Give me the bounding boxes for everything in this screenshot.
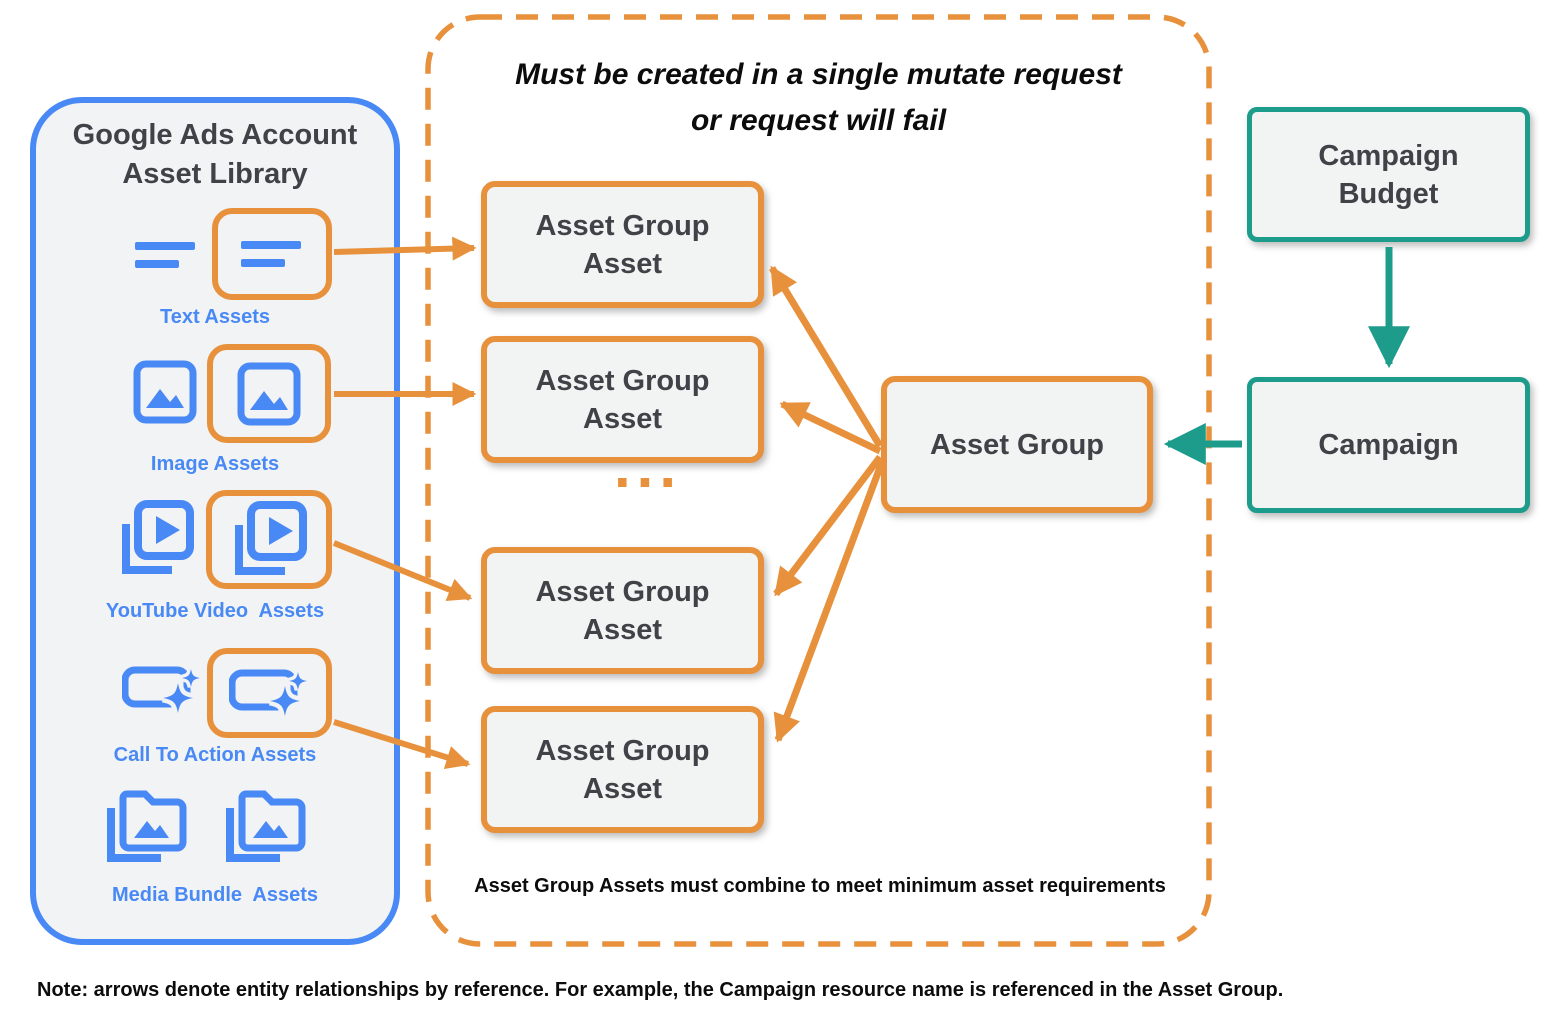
call-to-action-asset-icon [122, 666, 201, 714]
youtube-video-assets-label: YouTube Video Assets [105, 600, 325, 622]
asset-group-asset-box-3: Asset Group Asset [481, 547, 764, 674]
youtube-video-asset-highlight-box [206, 490, 332, 589]
call-to-action-asset-icon [228, 669, 308, 717]
youtube-video-asset-icon [235, 500, 307, 575]
campaign-budget-box: Campaign Budget [1247, 107, 1530, 242]
asset-group-asset-label: Asset Group Asset [535, 575, 710, 646]
text-asset-icon [135, 242, 195, 268]
asset-group-label: Asset Group [929, 428, 1105, 461]
dashed-border [425, 14, 1212, 947]
mutate-request-title: Must be created in a single mutate reque… [425, 52, 1212, 144]
text-asset-icon [241, 241, 301, 267]
image-asset-icon [237, 362, 301, 425]
text-asset-highlight-box [212, 208, 332, 300]
youtube-video-asset-icon [122, 500, 194, 574]
campaign-label: Campaign [1318, 429, 1459, 461]
asset-group-asset-label: Asset Group Asset [535, 734, 710, 805]
more-assets-ellipsis: ... [613, 433, 682, 500]
image-asset-highlight-box [207, 344, 331, 443]
call-to-action-assets-label: Call To Action Assets [113, 744, 317, 766]
asset-group-asset-label: Asset Group Asset [535, 209, 710, 280]
footer-note: Note: arrows denote entity relationships… [37, 979, 1284, 1001]
asset-group-asset-box-1: Asset Group Asset [481, 181, 764, 308]
campaign-box: Campaign [1247, 377, 1530, 513]
campaign-budget-label: Campaign Budget [1318, 139, 1459, 210]
mutate-request-title-line1: Must be created in a single mutate reque… [515, 58, 1122, 91]
call-to-action-asset-highlight-box [207, 648, 332, 738]
asset-group-asset-box-4: Asset Group Asset [481, 706, 764, 833]
asset-library-title-line1: Google Ads Account [72, 119, 358, 151]
asset-library-title: Google Ads Account Asset Library [30, 116, 400, 194]
mutate-request-container [425, 14, 1212, 947]
text-assets-label: Text Assets [159, 306, 271, 328]
asset-group-asset-label: Asset Group Asset [535, 364, 710, 435]
asset-group-box: Asset Group [881, 376, 1153, 513]
mutate-request-title-line2: or request will fail [690, 104, 947, 137]
asset-library-title-line2: Asset Library [122, 158, 308, 190]
media-bundle-asset-icon [226, 790, 306, 862]
media-bundle-assets-label: Media Bundle Assets [112, 884, 318, 906]
image-asset-icon [133, 360, 197, 424]
minimum-asset-requirements-caption: Asset Group Assets must combine to meet … [474, 875, 1166, 897]
image-assets-label: Image Assets [150, 453, 280, 475]
media-bundle-asset-icon [107, 790, 187, 862]
asset-group-asset-box-2: Asset Group Asset [481, 336, 764, 463]
